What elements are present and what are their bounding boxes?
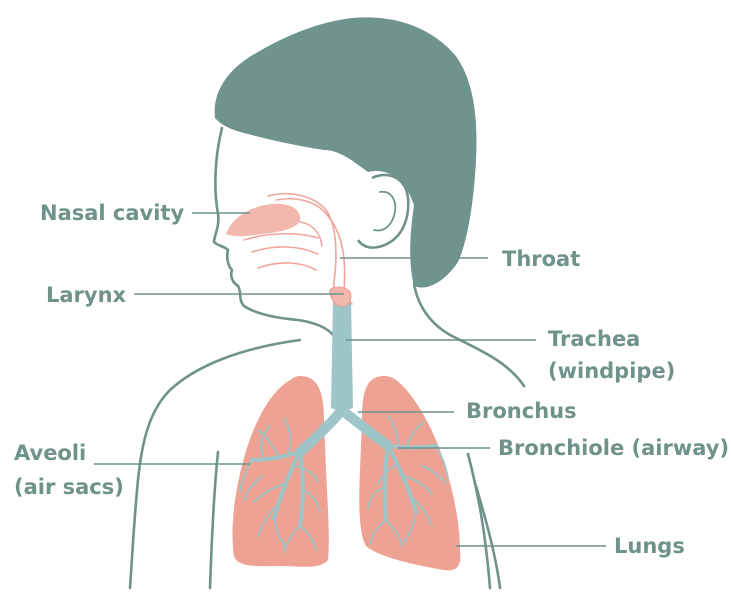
- hair: [215, 17, 477, 287]
- ear: [358, 175, 408, 248]
- trachea: [331, 300, 353, 412]
- label-air-sacs: (air sacs): [14, 475, 124, 499]
- label-aveoli: Aveoli: [14, 441, 86, 465]
- neck-back-outline: [414, 284, 524, 386]
- arm-left-inner: [210, 452, 218, 588]
- label-bronchus: Bronchus: [466, 399, 577, 423]
- nasal-cavity: [226, 204, 300, 237]
- label-throat: Throat: [502, 247, 580, 271]
- label-lungs: Lungs: [614, 534, 685, 558]
- label-trachea: Trachea: [548, 327, 640, 351]
- right-lung: [359, 376, 460, 570]
- label-windpipe: (windpipe): [548, 359, 675, 383]
- label-larynx: Larynx: [46, 283, 127, 307]
- label-bronchiole: Bronchiole (airway): [498, 436, 729, 460]
- label-nasal-cavity: Nasal cavity: [40, 201, 184, 225]
